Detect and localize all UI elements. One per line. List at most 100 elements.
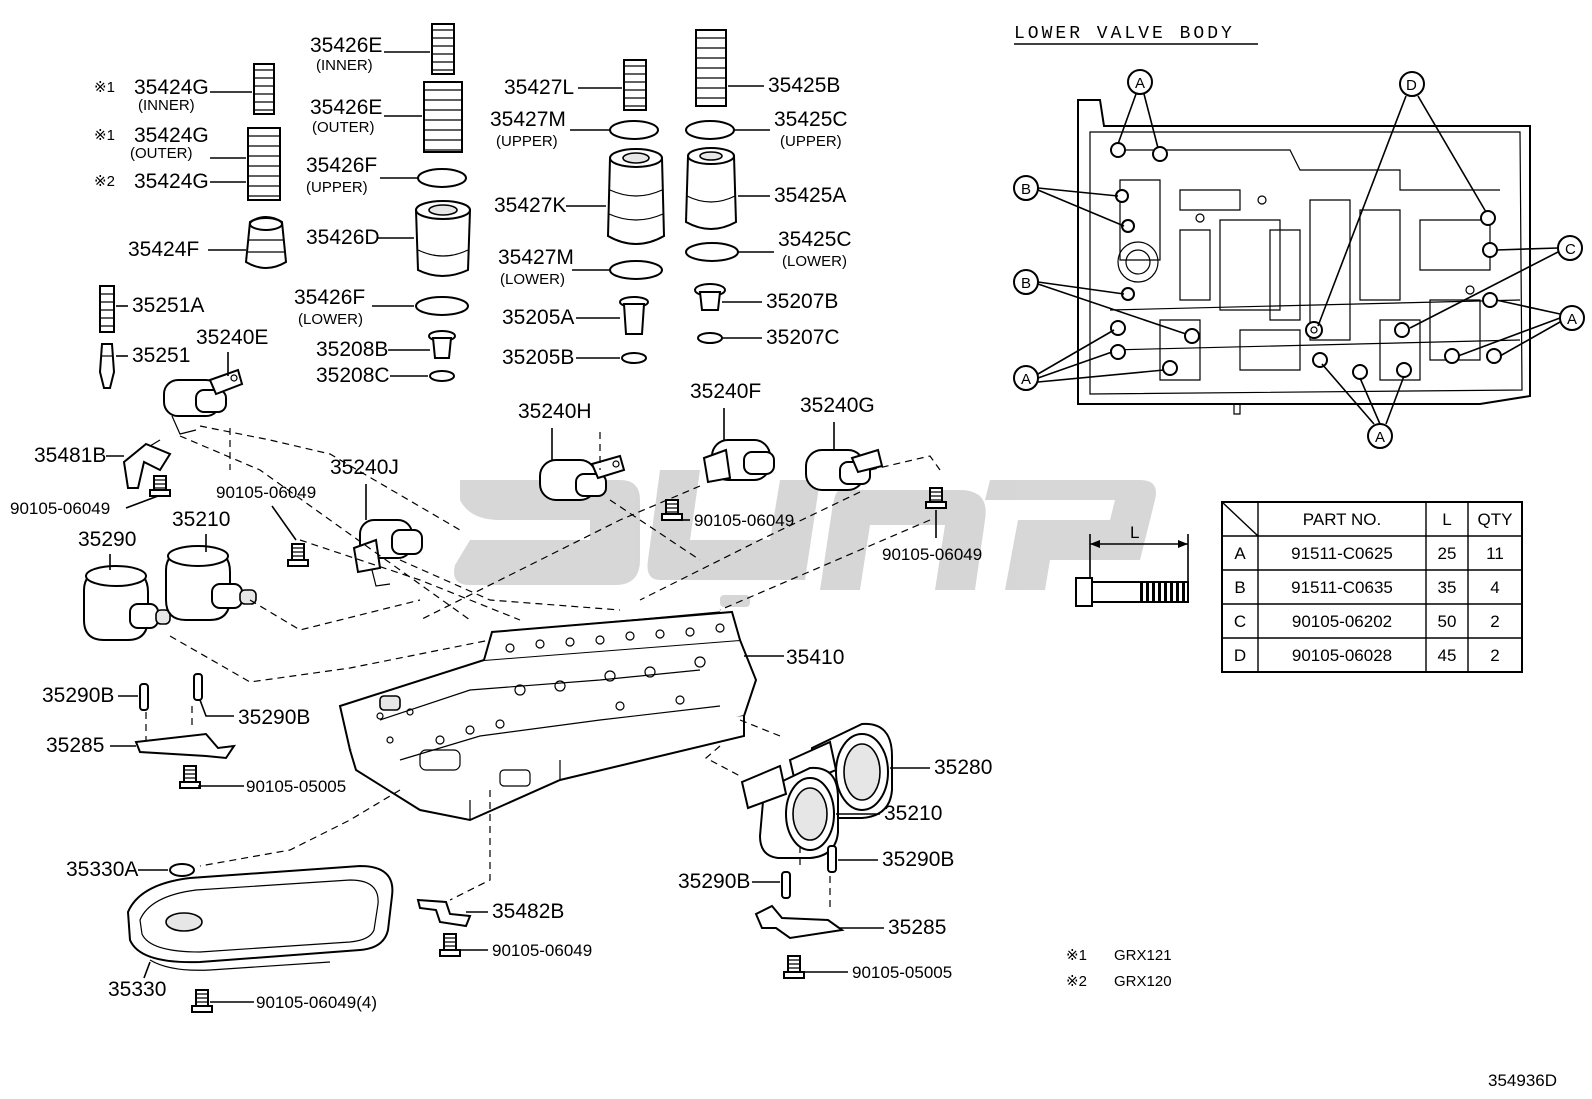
label-35251: 35251 — [132, 344, 190, 367]
footnotes: ※1 GRX121 ※2 GRX120 — [1066, 947, 1172, 990]
label-35427M-lower: 35427M — [498, 246, 574, 269]
oring-35425C-lower — [685, 242, 739, 262]
bolt-icon — [287, 543, 309, 567]
label-bolt-90105-06049: 90105-06049 — [882, 545, 982, 564]
label-35210-b: 35210 — [884, 802, 942, 825]
oring-35426F-upper — [417, 168, 467, 188]
solenoid-35210-b — [740, 764, 839, 859]
dimension-label: L — [1130, 523, 1139, 542]
callout-C: C — [1409, 235, 1583, 329]
label-35205A: 35205A — [502, 306, 574, 329]
svg-text:50: 50 — [1438, 612, 1457, 631]
label-35290B-b: 35290B — [238, 706, 310, 729]
solenoid-35210-a — [165, 545, 257, 621]
svg-text:A: A — [1375, 429, 1385, 446]
callout-B-upper: B — [1013, 175, 1125, 227]
label-35427K: 35427K — [494, 194, 566, 217]
part-number: 35424G — [134, 124, 209, 147]
oring-35330A — [169, 863, 195, 877]
valve-body-35410 — [338, 610, 758, 822]
label-35425C-lower: 35425C — [778, 228, 852, 251]
label-35424G-2: ※2 35424G — [94, 170, 209, 193]
callout-D: D — [1317, 71, 1487, 327]
label-35240G: 35240G — [800, 394, 875, 417]
svg-text:25: 25 — [1438, 544, 1457, 563]
plate-35285-a — [134, 732, 237, 760]
solenoid-35290 — [83, 565, 171, 641]
svg-text:C: C — [1565, 241, 1576, 258]
svg-text:A: A — [1567, 311, 1577, 328]
label-35240H: 35240H — [518, 400, 592, 423]
label-bolt-90105-05005: 90105-05005 — [246, 777, 346, 796]
svg-text:90105-06202: 90105-06202 — [1292, 612, 1392, 631]
section-title: LOWER VALVE BODY — [1014, 24, 1235, 44]
oil-strainer-35330 — [126, 864, 394, 971]
clip-35208C — [429, 370, 455, 382]
table-row: B 91511-C0635 35 4 — [1234, 578, 1499, 597]
bolt-icon — [925, 487, 947, 509]
label-35251A: 35251A — [132, 294, 204, 317]
footnote-marker: ※1 — [1066, 947, 1087, 964]
svg-text:D: D — [1234, 646, 1246, 665]
label-35426E-outer: 35426E — [310, 96, 382, 119]
pin-35290B-c — [827, 845, 837, 873]
spring-35426E-inner — [431, 23, 455, 75]
label-35424F: 35424F — [128, 238, 199, 261]
label-35240E: 35240E — [196, 326, 268, 349]
marker-1: ※1 — [94, 127, 115, 144]
svg-text:4: 4 — [1490, 578, 1499, 597]
svg-text:A: A — [1021, 371, 1031, 388]
solenoid-35240E — [163, 368, 244, 435]
label-35210-a: 35210 — [172, 508, 230, 531]
label-bolt-90105-06049-4: 90105-06049(4) — [256, 993, 377, 1012]
label-35482B: 35482B — [492, 900, 564, 923]
label-35427M-upper-note: (UPPER) — [496, 133, 558, 150]
watermark-logo — [454, 470, 1156, 607]
label-35426F-lower: 35426F — [294, 286, 365, 309]
plug-35207B — [694, 283, 726, 311]
label-35285-a: 35285 — [46, 734, 104, 757]
part-note: (INNER) — [138, 97, 195, 114]
svg-text:91511-C0625: 91511-C0625 — [1291, 544, 1393, 563]
table-row: A 91511-C0625 25 11 — [1234, 544, 1504, 563]
pin-35290B-d — [781, 871, 791, 899]
part-number: 35424G — [134, 170, 209, 193]
lower-valve-body-section: LOWER VALVE BODY — [1013, 24, 1585, 449]
table-row: D 90105-06028 45 2 — [1234, 646, 1500, 665]
svg-text:B: B — [1021, 275, 1031, 292]
bolt-icon — [191, 989, 213, 1013]
solenoid-35240J — [352, 519, 423, 587]
solenoid-35240G — [805, 448, 884, 491]
label-35240F: 35240F — [690, 380, 761, 403]
marker-2: ※2 — [94, 173, 115, 190]
oring-35426F-lower — [415, 296, 469, 316]
clip-35205B — [621, 352, 647, 364]
diagram-id: 354936D — [1488, 1071, 1557, 1090]
svg-text:45: 45 — [1438, 646, 1457, 665]
bolt-icon — [149, 475, 171, 497]
label-35427M-lower-note: (LOWER) — [500, 271, 565, 288]
label-35208B: 35208B — [316, 338, 388, 361]
bolt-icon — [439, 933, 461, 957]
footnote-text: GRX121 — [1114, 947, 1172, 964]
plate-35285-b — [754, 904, 845, 940]
label-35290B-c: 35290B — [882, 848, 954, 871]
solenoid-35240F — [702, 439, 775, 484]
clip-35207C — [697, 332, 723, 344]
callout-A-bottom: A — [1321, 363, 1405, 449]
bolt-icon — [179, 765, 201, 789]
table-header: QTY — [1478, 510, 1513, 529]
bracket-35481B — [122, 439, 172, 489]
spring-35251A — [99, 285, 115, 333]
piston-35424F — [244, 216, 288, 269]
svg-text:D: D — [1406, 77, 1417, 94]
oring-35425C-upper — [685, 120, 735, 140]
plug-35205A — [619, 296, 649, 335]
piston-35425A — [684, 147, 738, 230]
label-35290B-a: 35290B — [42, 684, 114, 707]
svg-text:90105-06028: 90105-06028 — [1292, 646, 1392, 665]
bracket-35482B — [416, 898, 472, 928]
label-35207C: 35207C — [766, 326, 840, 349]
assembly-dashed-lines — [145, 425, 941, 910]
svg-text:11: 11 — [1486, 544, 1504, 563]
